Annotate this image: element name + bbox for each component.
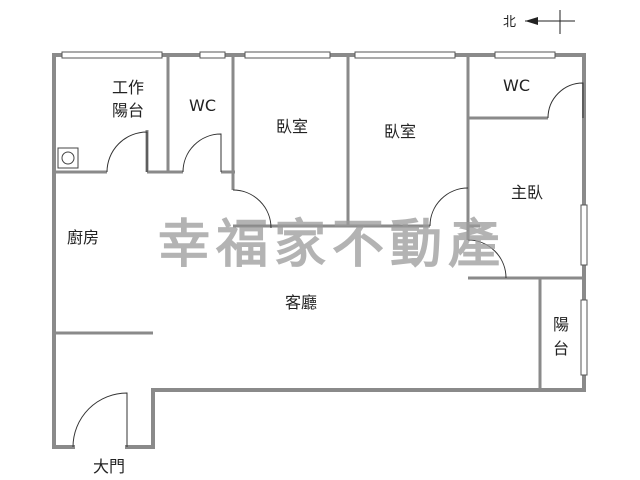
label-wc-right: WC [503, 76, 530, 95]
compass-label: 北 [503, 15, 516, 30]
doors [72, 82, 584, 448]
door-wc-left [182, 133, 222, 173]
label-work-balcony-line2: 陽台 [112, 101, 144, 120]
watermark: 幸福家不動產 [158, 215, 506, 275]
label-main-door: 大門 [93, 457, 125, 476]
label-wc-left: WC [189, 96, 216, 115]
label-bedroom-2: 臥室 [384, 122, 416, 141]
label-master-bedroom: 主臥 [511, 183, 543, 202]
label-work-balcony-line1: 工作 [112, 78, 144, 97]
compass: 北 [503, 10, 575, 34]
door-wc-right [547, 82, 584, 119]
label-living-room: 客廳 [285, 293, 317, 312]
door-master-bedroom [467, 239, 507, 279]
door-work-balcony [106, 131, 148, 173]
label-balcony-line2: 台 [553, 339, 569, 358]
door-bedroom-1 [232, 189, 272, 229]
sink-icon [57, 147, 79, 169]
label-kitchen: 廚房 [67, 228, 99, 247]
label-bedroom-1: 臥室 [276, 117, 308, 136]
door-bedroom-2 [429, 187, 469, 227]
label-balcony-line1: 陽 [553, 315, 569, 334]
windows-top [61, 51, 588, 376]
compass-arrow-icon [525, 17, 538, 25]
door-main-entrance [72, 392, 128, 448]
